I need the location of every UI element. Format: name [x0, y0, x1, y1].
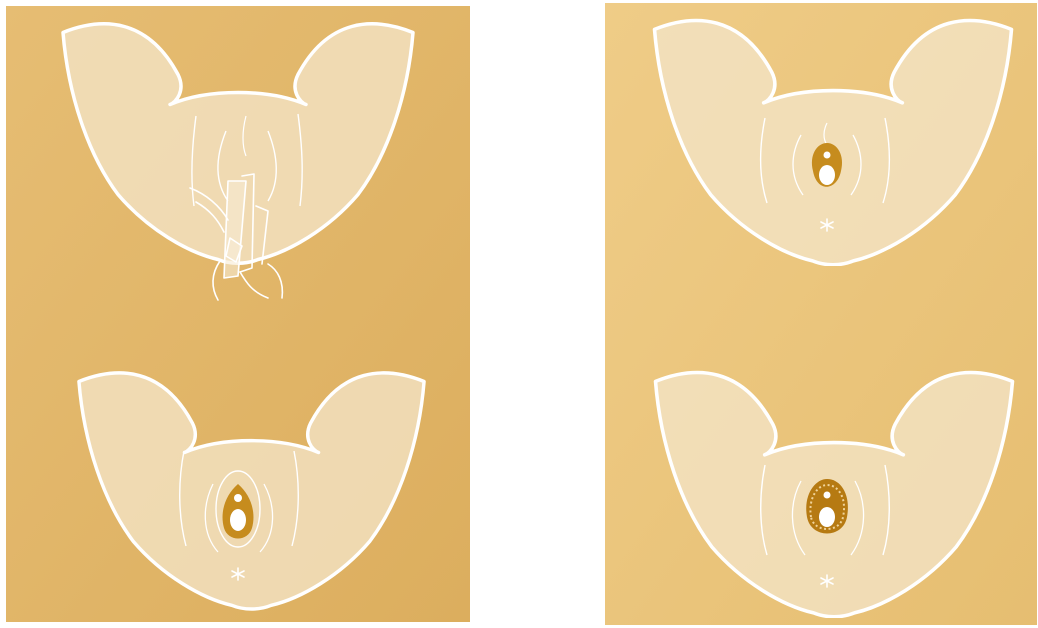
right-panel-canvas: [605, 3, 1037, 625]
vaginal-opening: [819, 507, 835, 527]
vaginal-opening: [819, 165, 835, 185]
left-illustration-panel: [6, 6, 470, 622]
urethral-opening: [824, 492, 831, 499]
left-panel-canvas: [6, 6, 470, 622]
right-illustration-panel: [605, 3, 1037, 625]
urethral-opening: [234, 494, 242, 502]
vaginal-opening: [230, 509, 246, 531]
urethral-opening: [824, 152, 831, 159]
